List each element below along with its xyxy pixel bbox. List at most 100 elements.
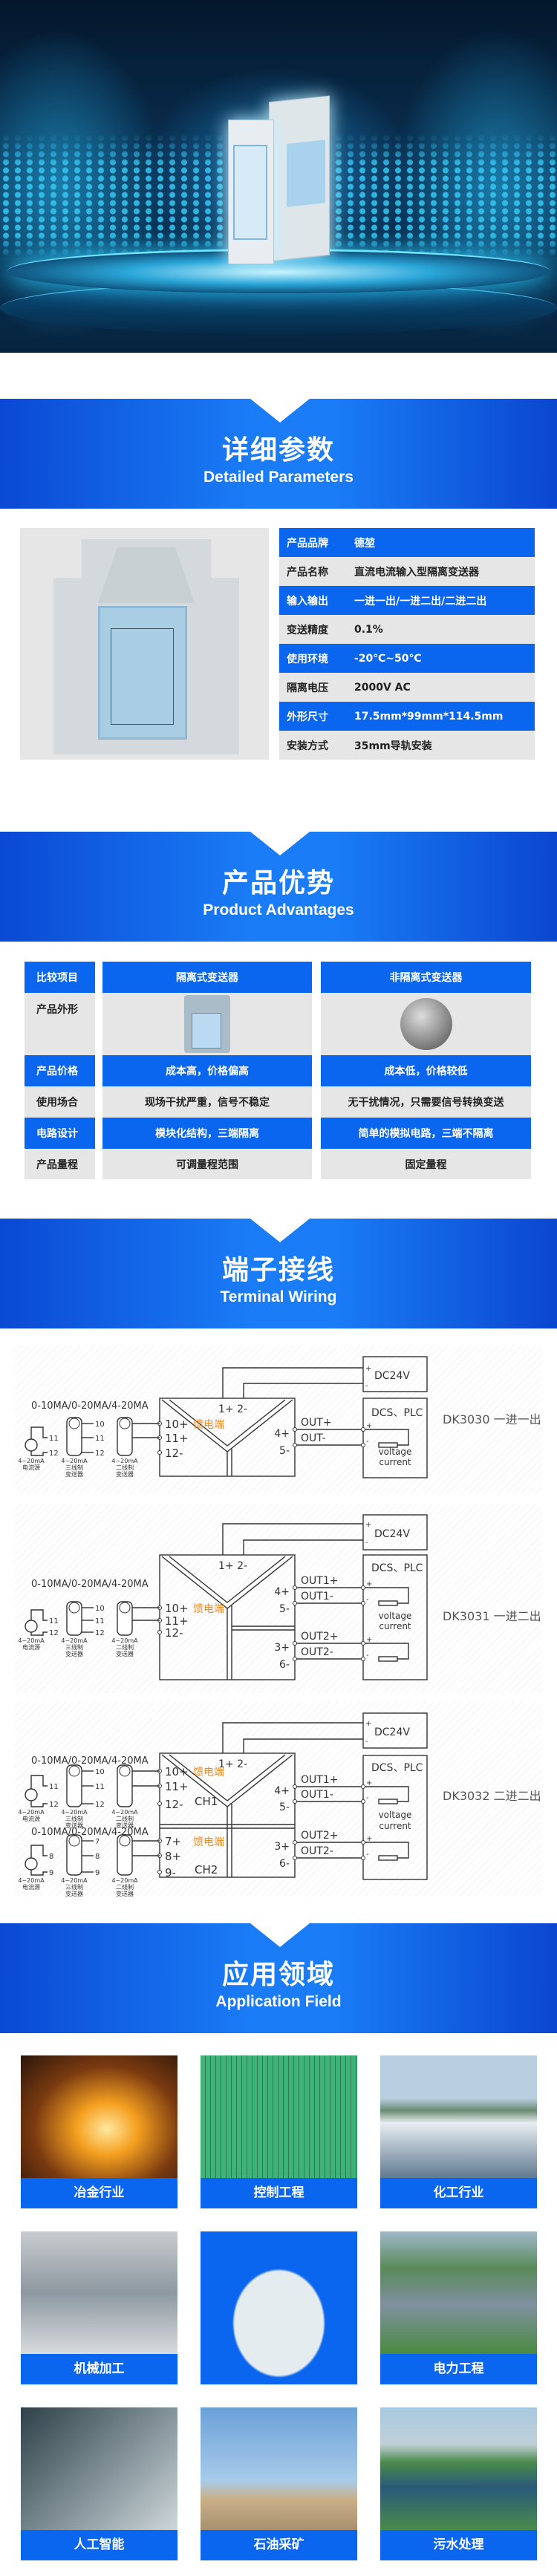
section-header-params: 详细参数 Detailed Parameters [0, 399, 557, 509]
isolated-value: 成本高，价格偏高 [102, 1055, 312, 1086]
source-wire [30, 1801, 48, 1807]
application-card[interactable]: 污水处理 [380, 2407, 537, 2560]
non-isolated-value: 简单的模拟电路，三端不隔离 [321, 1118, 531, 1149]
terminal-dot [361, 1601, 365, 1605]
terminal-dot [157, 1450, 162, 1455]
output-positive-terminal: 4+ [274, 1428, 290, 1440]
param-row: 产品名称直流电流输入型隔离变送器 [279, 557, 535, 586]
output-negative-label: OUT1- [301, 1591, 333, 1602]
params-table: 产品品牌德堃产品名称直流电流输入型隔离变送器输入输出一进一出/一进二出/二进二出… [279, 528, 535, 760]
terminal-dot [361, 1784, 365, 1789]
source-wire [30, 1631, 48, 1636]
power-supply-box [362, 1712, 428, 1749]
source-terminal: 12 [49, 1629, 59, 1637]
input-terminal: 10+ [165, 1765, 189, 1778]
current-source-icon [25, 1620, 38, 1633]
application-card[interactable] [201, 2231, 357, 2384]
comparison-header: 比较项目 [25, 962, 95, 993]
power-plus: + [365, 1365, 371, 1373]
feed-terminal-label: 馈电端 [193, 1836, 224, 1848]
input-range-label: 0-10MA/0-20MA/4-20MA [31, 1827, 149, 1838]
supply-terminals: 1+ 2- [218, 1560, 247, 1572]
supply-terminals: 1+ 2- [218, 1758, 247, 1770]
application-card[interactable]: 化工行业 [380, 2055, 537, 2208]
application-label: 机械加工 [74, 2361, 125, 2376]
output-positive-terminal: 3+ [274, 1642, 290, 1654]
load-plus: + [366, 1636, 372, 1644]
power-minus: - [365, 1539, 368, 1547]
product-front-image [20, 528, 269, 760]
dcs-plc-box [362, 1554, 428, 1680]
transmitter-terminal: 11 [95, 1783, 105, 1791]
transmitter-dial [68, 1835, 80, 1847]
isolated-value-text: 成本高，价格偏高 [166, 1066, 249, 1077]
application-label: 化工行业 [433, 2185, 484, 2200]
transmitter-dial [119, 1602, 131, 1614]
non-isolated-value-text: 无干扰情况，只需要信号转换变送 [348, 1097, 504, 1109]
param-value: 德堃 [354, 537, 375, 550]
device-caption: 4~20mA [18, 1877, 45, 1884]
device-caption: 4~20mA [18, 1809, 45, 1816]
application-image-cabinet [201, 2055, 357, 2178]
application-image-robot [21, 2407, 177, 2530]
current-source-icon [25, 1438, 38, 1452]
dcs-plc-label: DCS、PLC [371, 1562, 423, 1574]
notch-decoration [250, 1219, 310, 1242]
notch-decoration [250, 832, 310, 855]
terminal-dot [293, 1784, 297, 1789]
dcs-plc-box [362, 1398, 428, 1478]
application-label: 电力工程 [433, 2361, 484, 2376]
param-value: 一进一出/一进二出/二进二出 [354, 595, 487, 607]
load-resistor-icon [378, 1442, 398, 1448]
application-card[interactable]: 人工智能 [21, 2407, 177, 2560]
notch-decoration [250, 1923, 310, 1947]
terminal-dot [293, 1856, 297, 1860]
application-card[interactable]: 冶金行业 [21, 2055, 177, 2208]
terminal-dot [157, 1630, 162, 1634]
device-caption: 4~20mA [61, 1637, 88, 1644]
terminal-dot [293, 1840, 297, 1845]
load-minus: - [366, 1596, 369, 1604]
application-image-oil [201, 2407, 357, 2530]
load-loop-wire [363, 1587, 409, 1604]
param-value: 17.5mm*99mm*114.5mm [354, 710, 504, 723]
application-card[interactable]: 石油采矿 [201, 2407, 357, 2560]
device-caption: 变送器 [116, 1822, 134, 1829]
device-caption: 4~20mA [61, 1809, 88, 1816]
transmitter-dial [119, 1835, 131, 1847]
non-isolated-value-text: 简单的模拟电路，三端不隔离 [358, 1128, 494, 1140]
param-key: 产品名称 [287, 566, 328, 578]
input-terminal: 7+ [165, 1835, 181, 1848]
section-header-wiring: 端子接线 Terminal Wiring [0, 1219, 557, 1328]
application-card[interactable]: 电力工程 [380, 2231, 537, 2384]
application-label: 污水处理 [433, 2537, 484, 2552]
input-terminal: 11+ [165, 1432, 189, 1445]
param-key: 安装方式 [287, 740, 328, 752]
terminal-dot [157, 1870, 162, 1874]
terminal-dot [157, 1801, 162, 1806]
power-wire [243, 1383, 363, 1398]
device-caption: 变送器 [65, 1650, 83, 1657]
device-caption: 电流源 [22, 1643, 40, 1651]
source-wire [30, 1609, 48, 1621]
model-label: DK3032 二进二出 [443, 1789, 541, 1803]
source-terminal: 9 [49, 1869, 53, 1877]
non-isolated-value: 成本低，价格较低 [321, 1055, 531, 1086]
application-card[interactable]: 控制工程 [201, 2055, 357, 2208]
transmitter-terminal: 10 [95, 1421, 105, 1429]
application-card[interactable]: 机械加工 [21, 2231, 177, 2384]
transmitter-dial [68, 1418, 80, 1429]
source-terminal: 11 [49, 1617, 59, 1626]
current-source-icon [25, 1857, 38, 1871]
source-terminal: 12 [49, 1450, 59, 1458]
comparison-table: 比较项目隔离式变送器非隔离式变送器产品外形产品价格成本高，价格偏高成本低，价格较… [0, 962, 557, 1179]
transmitter-dial [119, 1765, 131, 1777]
input-terminal: 12- [165, 1447, 183, 1460]
load-resistor-icon [378, 1799, 398, 1804]
device-caption: 4~20mA [111, 1877, 138, 1884]
source-terminal: 11 [49, 1783, 59, 1791]
device-caption: 电流源 [22, 1883, 40, 1891]
